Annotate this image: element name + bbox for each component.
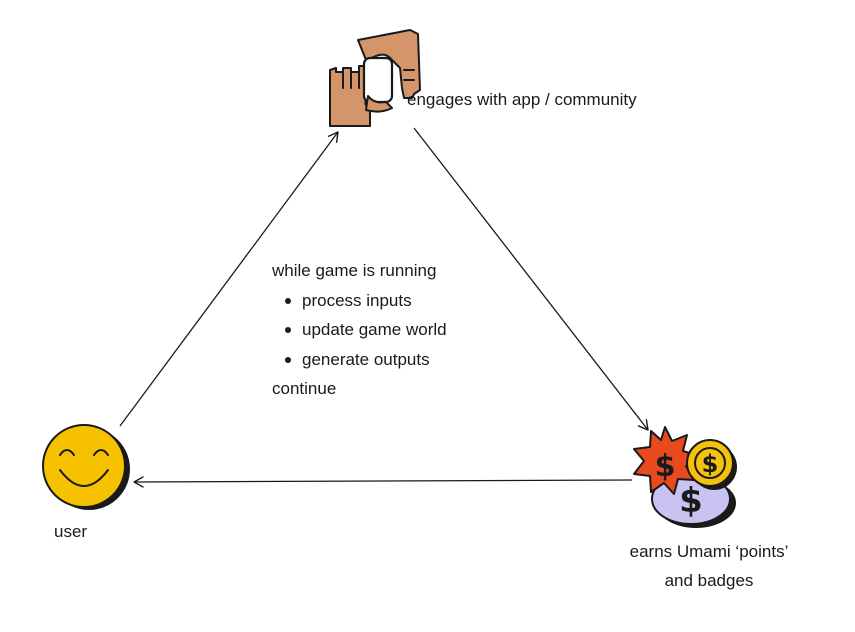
loop-step-text: process inputs <box>302 290 412 310</box>
rewards-label-line1: earns Umami ‘points’ <box>629 542 789 561</box>
user-label: user <box>54 522 88 541</box>
bullet-icon <box>285 356 291 363</box>
arrow-rewards-to-user <box>133 476 633 488</box>
loop-step-text: generate outputs <box>302 349 430 369</box>
hands-phone-icon <box>329 29 421 127</box>
loop-step: process inputs <box>272 286 447 316</box>
arrow-user-to-engage <box>119 131 339 427</box>
coins-badges-icon: $ $ $ <box>633 426 737 528</box>
svg-text:$: $ <box>679 481 703 521</box>
loop-step: update game world <box>272 315 447 345</box>
engages-label: engages with app / community <box>407 90 637 109</box>
svg-text:$: $ <box>655 449 676 484</box>
bullet-icon <box>285 297 291 304</box>
arrow-engage-to-rewards <box>413 127 649 431</box>
loop-step-text: update game world <box>302 320 447 339</box>
bullet-icon <box>285 327 291 333</box>
loop-footer: continue <box>272 379 337 398</box>
game-loop-pseudocode: while game is running process inputs upd… <box>272 256 447 404</box>
svg-text:$: $ <box>702 450 719 478</box>
rewards-label: earns Umami ‘points’ and badges <box>604 537 814 595</box>
loop-header: while game is running <box>272 261 437 280</box>
smiley-face-icon <box>42 424 130 510</box>
rewards-label-line2: and badges <box>664 571 754 590</box>
loop-step: generate outputs <box>272 345 447 375</box>
